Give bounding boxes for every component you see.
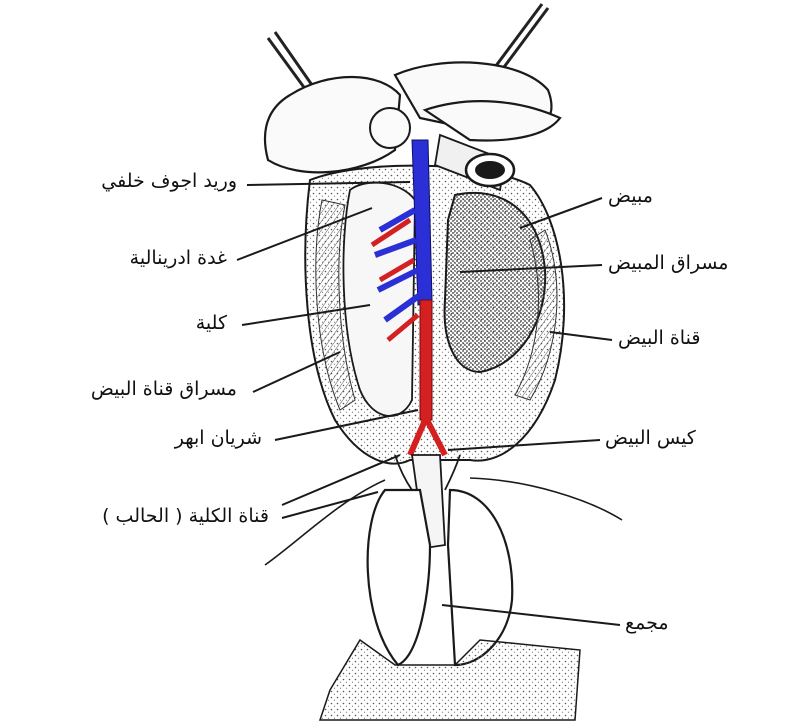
label-adrenal-gland: غدة ادرينالية [130, 249, 227, 268]
label-cloaca: مجمع [625, 614, 669, 633]
label-ovary-mesentery: مسراق المبيض [608, 254, 728, 273]
round-organ [370, 108, 410, 148]
label-urinary-duct: قناة الكلية ( الحالب ) [102, 507, 269, 526]
label-oviduct: قناة البيض [618, 329, 700, 348]
label-egg-sac: كيس البيض [605, 429, 696, 448]
label-oviduct-mesentery: مسراق قناة البيض [91, 380, 237, 399]
label-dorsal-aorta: شريان ابهر [175, 429, 262, 448]
label-ovary: مبيض [608, 187, 653, 206]
label-kidney: كلية [196, 314, 227, 333]
label-posterior-vena-cava: وريد اجوف خلفي [101, 172, 237, 191]
cloaca-base [320, 640, 580, 720]
